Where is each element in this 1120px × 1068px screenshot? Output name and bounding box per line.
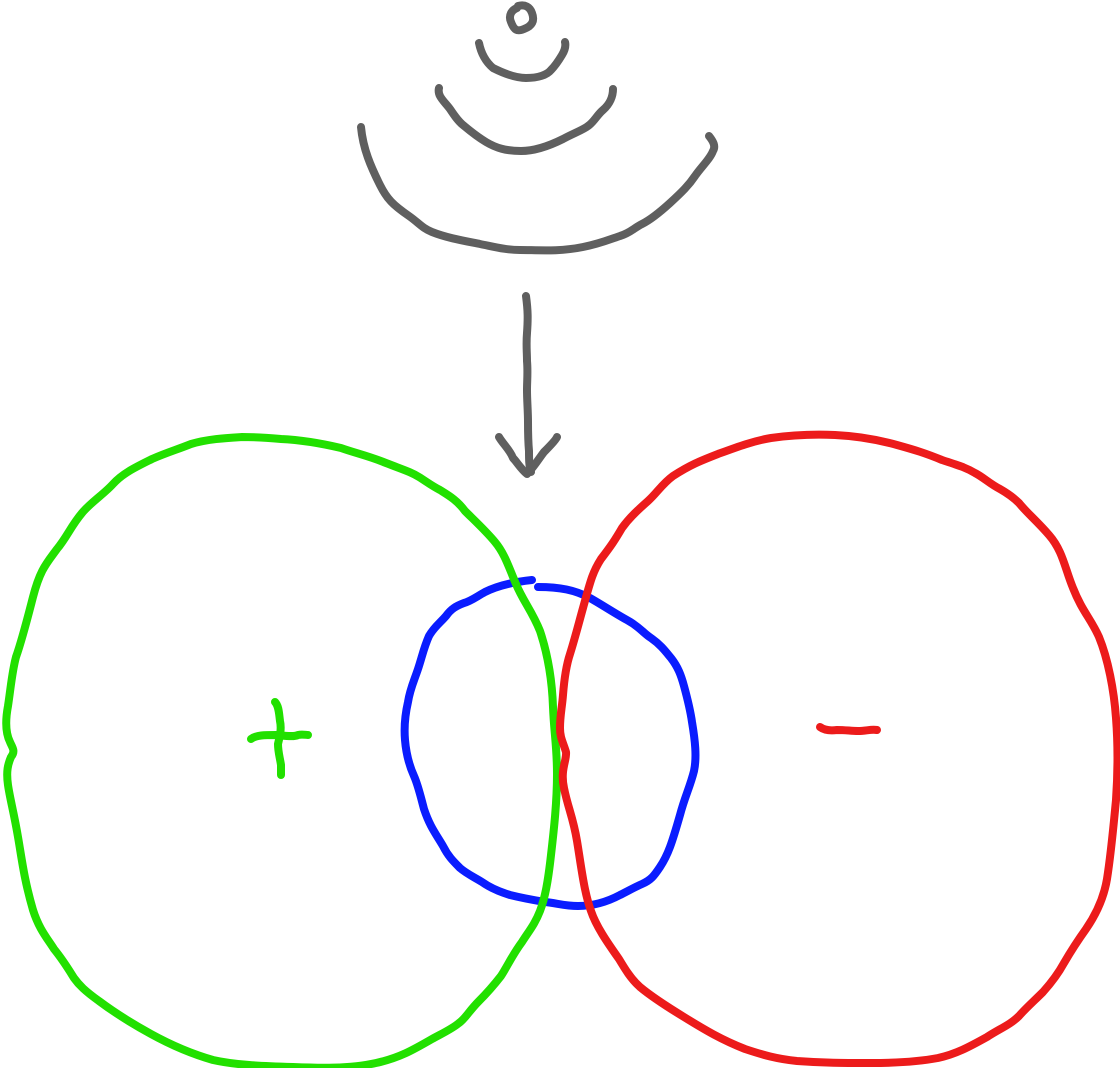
positive-circle <box>2 433 561 1068</box>
wave-ripple-medium <box>434 84 617 155</box>
down-arrow-head <box>495 433 561 478</box>
plus-sign-horizontal <box>247 730 312 743</box>
down-arrow-group <box>495 292 561 478</box>
wave-ripple-small <box>475 38 570 82</box>
wave-source-group <box>357 1 719 255</box>
wave-ripple-large <box>357 123 719 255</box>
down-arrow-shaft <box>522 292 535 476</box>
wave-source-icon <box>505 1 538 35</box>
negative-circle <box>556 430 1120 1067</box>
minus-sign-icon <box>816 723 881 735</box>
plus-sign-icon <box>247 698 312 779</box>
plus-sign-vertical <box>271 698 285 779</box>
